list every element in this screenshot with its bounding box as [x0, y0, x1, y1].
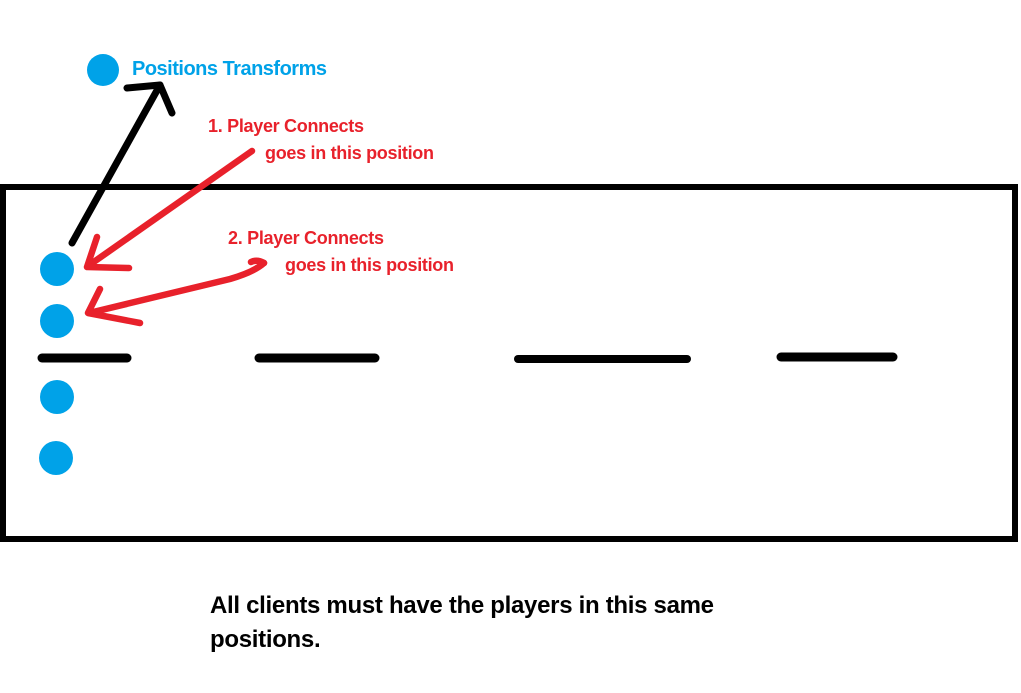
legend-title: Positions Transforms	[132, 58, 327, 80]
step2-title: 2. Player Connects	[228, 228, 384, 248]
caption-line-2: positions.	[210, 626, 321, 653]
player-dot-3	[40, 380, 74, 414]
red-arrow-1	[83, 147, 256, 272]
black-arrow	[68, 81, 176, 247]
positions-box	[0, 184, 1018, 542]
player-dot-2	[40, 304, 74, 338]
red-arrow-2	[84, 257, 268, 327]
caption-line-1: All clients must have the players in thi…	[210, 592, 714, 619]
caption: All clients must have the players in thi…	[210, 589, 714, 657]
player-dot-4	[39, 441, 73, 475]
legend-player-dot	[87, 54, 119, 86]
step1-title: 1. Player Connects	[208, 116, 364, 136]
player-dot-1	[40, 252, 74, 286]
step2-subtitle: goes in this position	[285, 255, 454, 275]
step1-subtitle: goes in this position	[265, 143, 434, 163]
